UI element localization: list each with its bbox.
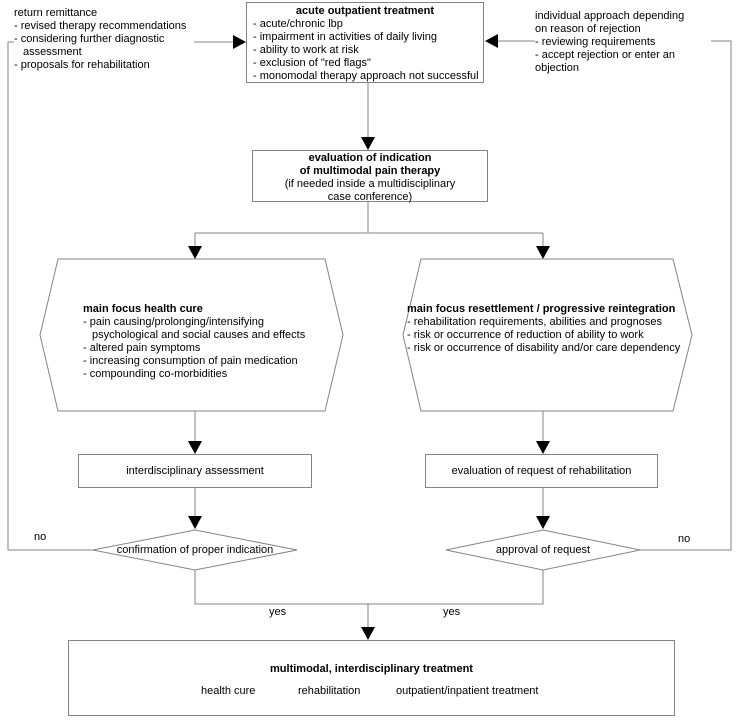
arrowhead-to-diamond-left-icon xyxy=(188,516,202,529)
hex-health-cure-text: main focus health cure - pain causing/pr… xyxy=(83,303,338,381)
arrowhead-to-rect-right-icon xyxy=(536,441,550,454)
list-item: - risk or occurrence of reduction of abi… xyxy=(407,329,644,341)
return-remittance-note: return remittance - revised therapy reco… xyxy=(14,7,194,72)
box-subtitle-line: case conference) xyxy=(327,191,413,203)
multimodal-treatment-box: multimodal, interdisciplinary treatment … xyxy=(68,640,675,716)
treatment-column-health-cure: health cure xyxy=(201,685,256,697)
note-line: return remittance xyxy=(14,7,194,20)
box-title: multimodal, interdisciplinary treatment xyxy=(270,663,473,675)
individual-approach-note: individual approach depending on reason … xyxy=(535,10,711,75)
list-item: - ability to work at risk xyxy=(253,44,359,56)
hexagon-health-cure-shape xyxy=(39,258,344,412)
list-item: - rehabilitation requirements, abilities… xyxy=(407,316,662,328)
treatment-column-rehabilitation: rehabilitation xyxy=(298,685,361,697)
note-line: - revised therapy recommendations xyxy=(14,20,194,33)
acute-outpatient-treatment-box: acute outpatient treatment - acute/chron… xyxy=(246,2,484,83)
list-item: - monomodal therapy approach not success… xyxy=(253,70,479,82)
note-line: on reason of rejection xyxy=(535,23,711,36)
hex-resettlement-text: main focus resettlement / progressive re… xyxy=(407,303,687,355)
arrowhead-to-bottom-box-icon xyxy=(361,627,375,640)
yes-label-left: yes xyxy=(269,606,287,618)
confirmation-diamond-label: confirmation of proper indication xyxy=(116,544,274,556)
note-line: assessment xyxy=(14,46,194,59)
list-item: - pain causing/prolonging/intensifying xyxy=(83,316,265,328)
arrowhead-to-evaluation-icon xyxy=(361,137,375,150)
list-item: - acute/chronic lbp xyxy=(253,18,343,30)
list-item: - altered pain symptoms xyxy=(83,342,201,354)
box-label: interdisciplinary assessment xyxy=(126,465,264,477)
hexagon-title: main focus resettlement / progressive re… xyxy=(407,303,676,315)
arrowhead-left-feedback-icon xyxy=(233,35,246,49)
connector-yes-join xyxy=(194,570,544,605)
list-item: - risk or occurrence of disability and/o… xyxy=(407,342,681,354)
hexagon-resettlement-shape xyxy=(402,258,693,412)
note-line: - accept rejection or enter an objection xyxy=(535,49,711,75)
evaluation-request-box: evaluation of request of rehabilitation xyxy=(425,454,658,488)
list-item: - impairment in activities of daily livi… xyxy=(253,31,438,43)
box-subtitle-line: (if needed inside a multidisciplinary xyxy=(284,178,456,190)
box-title-line: of multimodal pain therapy xyxy=(299,165,441,177)
interdisciplinary-assessment-box: interdisciplinary assessment xyxy=(78,454,312,488)
evaluation-indication-box: evaluation of indication of multimodal p… xyxy=(252,150,488,203)
arrowhead-to-hex-left-icon xyxy=(188,246,202,259)
note-line: - considering further diagnostic xyxy=(14,33,194,46)
arrowhead-to-rect-left-icon xyxy=(188,441,202,454)
arrowhead-to-diamond-right-icon xyxy=(536,516,550,529)
box-label: evaluation of request of rehabilitation xyxy=(451,465,632,477)
no-label-left: no xyxy=(34,531,47,543)
arrowhead-to-hex-right-icon xyxy=(536,246,550,259)
hexagon-title: main focus health cure xyxy=(83,303,203,315)
box-title-line: evaluation of indication xyxy=(308,152,432,164)
list-item: - increasing consumption of pain medicat… xyxy=(83,355,298,367)
note-line: - proposals for rehabilitation xyxy=(14,59,194,72)
treatment-column-outpatient-inpatient: outpatient/inpatient treatment xyxy=(396,685,539,697)
note-line: - reviewing requirements xyxy=(535,36,711,49)
approval-diamond-label: approval of request xyxy=(495,544,591,556)
list-item: - exclusion of "red flags" xyxy=(253,57,371,69)
list-item: psychological and social causes and effe… xyxy=(92,329,306,341)
yes-label-right: yes xyxy=(443,606,461,618)
note-line: individual approach depending xyxy=(535,10,711,23)
box-title: acute outpatient treatment xyxy=(295,5,435,17)
list-item: - compounding co-morbidities xyxy=(83,368,228,380)
arrowhead-right-feedback-icon xyxy=(485,34,498,48)
no-label-right: no xyxy=(678,533,691,545)
